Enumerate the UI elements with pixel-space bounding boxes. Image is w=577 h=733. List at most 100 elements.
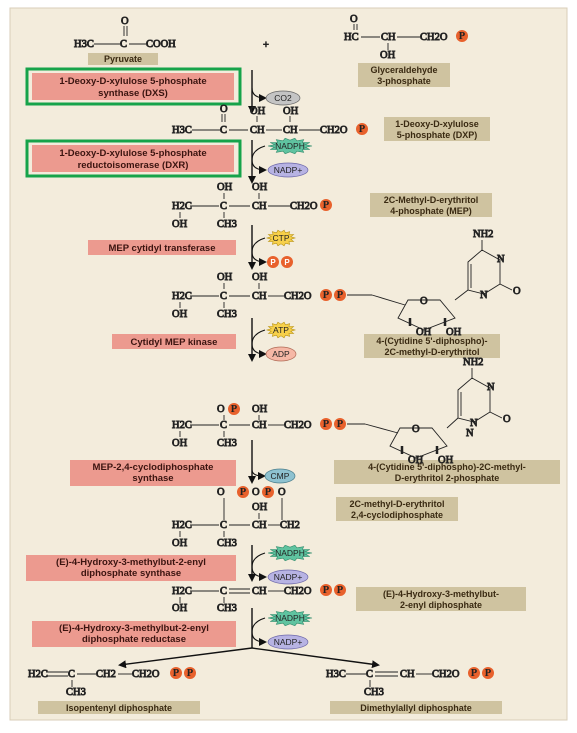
svg-text:P: P <box>337 419 344 430</box>
svg-text:NADPH: NADPH <box>275 613 305 623</box>
label-hmbpp-2: 2-enyl diphosphate <box>400 600 482 610</box>
name-hmbpp: (E)-4-Hydroxy-3-methylbut- 2-enyl diphos… <box>356 587 526 611</box>
svg-text:CH: CH <box>400 669 415 680</box>
svg-text:CH3: CH3 <box>217 309 237 320</box>
label-glyceraldehyde-2: 3-phosphate <box>377 76 431 86</box>
svg-text:ATP: ATP <box>273 325 289 335</box>
svg-text:CO2: CO2 <box>274 93 292 103</box>
name-cdp-mep: 4-(Cytidine 5'-diphospho)-2C-methyl- D-e… <box>334 460 560 484</box>
enzyme-dxs-line1: 1-Deoxy-D-xylulose 5-phosphate <box>59 76 206 87</box>
svg-text:CH: CH <box>252 201 267 212</box>
svg-text:H2C: H2C <box>172 201 192 212</box>
svg-text:NADPH: NADPH <box>275 548 305 558</box>
label-mecpp-1: 2C-methyl-D-erythritol <box>349 499 444 509</box>
svg-text:OH: OH <box>172 438 188 449</box>
enzyme-hds-line1: (E)-4-Hydroxy-3-methylbut-2-enyl <box>56 557 206 568</box>
svg-text:CTP: CTP <box>273 233 290 243</box>
svg-text:H2C: H2C <box>172 520 192 531</box>
svg-text:ADP: ADP <box>272 349 290 359</box>
enzyme-cmk-label: Cytidyl MEP kinase <box>131 337 218 348</box>
svg-text:OH: OH <box>172 309 188 320</box>
nadph-badge-2: NADPH <box>267 544 313 562</box>
svg-text:H2C: H2C <box>172 291 192 302</box>
svg-text:P: P <box>187 668 194 679</box>
name-glyceraldehyde: Glyceraldehyde 3-phosphate <box>358 63 450 87</box>
structure-dmapp: H3C C CH3 CH CH2O P P <box>326 667 494 698</box>
svg-text:N: N <box>497 254 505 265</box>
svg-text:P: P <box>323 290 330 301</box>
enzyme-mct: MEP cytidyl transferase <box>88 240 236 255</box>
structure-mep: OH OH H2C OH C CH3 CH CH2O P <box>172 182 332 230</box>
svg-text:O: O <box>252 487 260 498</box>
svg-text:CH2O: CH2O <box>432 669 460 680</box>
svg-text:HC: HC <box>344 32 359 43</box>
svg-text:O: O <box>503 414 511 425</box>
label-dxp-1: 1-Deoxy-D-xylulose <box>395 119 479 129</box>
name-cdp-me: 4-(Cytidine 5'-diphospho)- 2C-methyl-D-e… <box>364 334 500 358</box>
svg-text:CH2O: CH2O <box>284 291 312 302</box>
enzyme-hdr-line2: diphosphate reductase <box>82 634 186 645</box>
svg-text:P: P <box>270 258 276 267</box>
svg-text:CH: CH <box>252 586 267 597</box>
svg-text:CH: CH <box>252 520 267 531</box>
svg-text:N: N <box>480 290 488 301</box>
svg-text:C: C <box>220 520 227 531</box>
svg-text:OH: OH <box>252 502 268 513</box>
svg-text:P: P <box>337 290 344 301</box>
svg-text:O: O <box>278 487 286 498</box>
svg-text:C: C <box>220 125 227 136</box>
structure-ipp: H2C C CH3 CH2 CH2O P P <box>28 667 196 698</box>
label-mep-1: 2C-Methyl-D-erythritol <box>384 195 479 205</box>
svg-text:H2C: H2C <box>172 420 192 431</box>
svg-text:H2C: H2C <box>28 669 48 680</box>
svg-text:P: P <box>359 124 366 135</box>
svg-text:C: C <box>366 669 373 680</box>
svg-text:CH3: CH3 <box>217 438 237 449</box>
adp-badge: ADP <box>265 346 297 362</box>
svg-text:H3C: H3C <box>172 125 192 136</box>
name-dmapp: Dimethylallyl diphosphate <box>330 701 502 714</box>
svg-text:OH: OH <box>283 106 299 117</box>
svg-text:OH: OH <box>446 327 462 338</box>
svg-text:COOH: COOH <box>146 39 176 50</box>
svg-text:CH2O: CH2O <box>284 586 312 597</box>
svg-text:CH2O: CH2O <box>290 201 318 212</box>
svg-text:H2C: H2C <box>172 586 192 597</box>
name-ipp: Isopentenyl diphosphate <box>38 701 200 714</box>
pathway-arrows <box>118 70 380 669</box>
svg-text:CH: CH <box>252 291 267 302</box>
enzyme-mds-line2: synthase <box>132 473 173 484</box>
atp-badge: ATP <box>265 321 297 339</box>
svg-text:CH2: CH2 <box>96 669 116 680</box>
label-ipp: Isopentenyl diphosphate <box>66 703 172 713</box>
svg-text:C: C <box>220 586 227 597</box>
enzyme-dxr-line2: reductoisomerase (DXR) <box>78 160 189 171</box>
svg-text:N: N <box>487 382 495 393</box>
svg-text:O: O <box>420 296 428 307</box>
svg-text:CH2O: CH2O <box>132 669 160 680</box>
enzyme-mds-line1: MEP-2,4-cyclodiphosphate <box>93 462 214 473</box>
svg-text:CH: CH <box>252 420 267 431</box>
svg-text:NADPH: NADPH <box>275 141 305 151</box>
enzyme-dxr: 1-Deoxy-D-xylulose 5-phosphate reductois… <box>25 139 242 178</box>
svg-text:CH: CH <box>283 125 298 136</box>
structure-cdp-me: OH OH H2C OH C CH3 CH CH2O P P O <box>172 229 522 339</box>
nadph-badge-3: NADPH <box>267 609 313 627</box>
svg-text:P: P <box>284 258 290 267</box>
svg-text:CH3: CH3 <box>217 219 237 230</box>
label-cdp-mep-2: D-erythritol 2-phosphate <box>395 473 500 483</box>
svg-text:OH: OH <box>416 327 432 338</box>
svg-text:P: P <box>471 668 478 679</box>
nadp-badge-1: NADP+ <box>267 162 309 178</box>
svg-text:OH: OH <box>380 50 396 61</box>
svg-text:OH: OH <box>252 272 268 283</box>
highlight-dxr <box>25 139 242 178</box>
label-hmbpp-1: (E)-4-Hydroxy-3-methylbut- <box>383 589 499 599</box>
nadph-badge-1: NADPH <box>267 137 313 155</box>
co2-badge: CO2 <box>265 90 301 106</box>
structure-g3p: O HC CH OH CH2O P <box>344 14 468 61</box>
svg-text:P: P <box>173 668 180 679</box>
svg-text:C: C <box>220 201 227 212</box>
label-glyceraldehyde-1: Glyceraldehyde <box>370 65 437 75</box>
